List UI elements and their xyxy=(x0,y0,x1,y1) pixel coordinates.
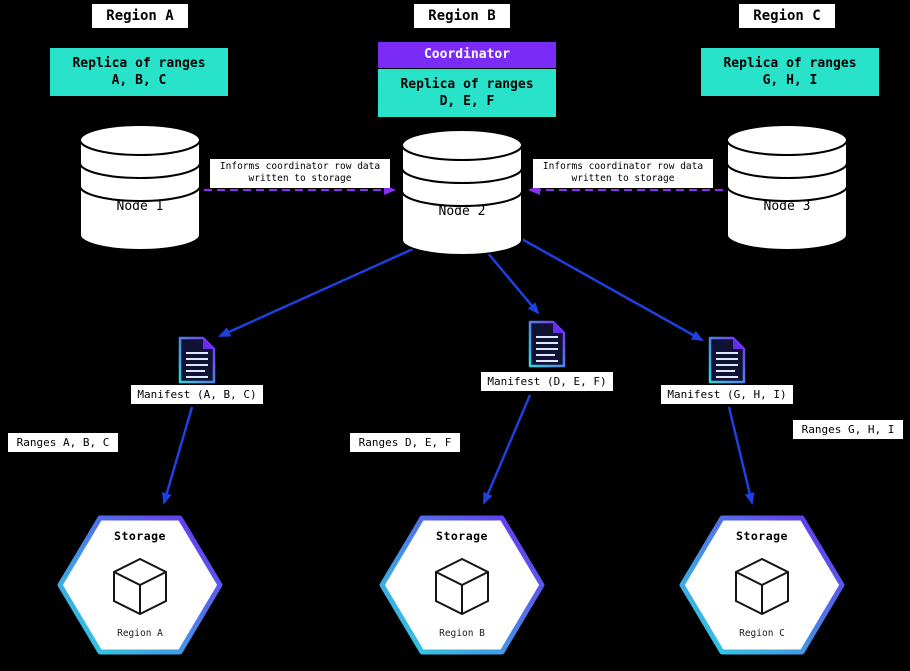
manifest-b-label: Manifest (D, E, F) xyxy=(481,372,613,391)
arrow-manifest-c-to-storage-c xyxy=(727,406,755,505)
replica-ranges-c-box: Replica of ranges G, H, I xyxy=(701,48,879,96)
inform-label-left: Informs coordinator row data written to … xyxy=(210,159,390,188)
storage-b-cube-icon xyxy=(435,557,489,616)
replica-ranges-b-box: Replica of ranges D, E, F xyxy=(378,69,556,117)
storage-a-cube-icon xyxy=(113,557,167,616)
ranges-b-label: Ranges D, E, F xyxy=(350,433,460,452)
replica-c-line2: G, H, I xyxy=(762,73,818,88)
arrow-node2-to-manifest-b xyxy=(486,251,540,315)
manifest-c-label: Manifest (G, H, I) xyxy=(661,385,793,404)
storage-c-title: Storage xyxy=(736,529,788,543)
storage-b-region-label: Region B xyxy=(439,628,485,639)
storage-c-cube-icon xyxy=(735,557,789,616)
storage-a-title: Storage xyxy=(114,529,166,543)
storage-c-region-label: Region C xyxy=(739,628,785,639)
inform-left-line1: Informs coordinator row data xyxy=(219,161,381,172)
inform-right-line1: Informs coordinator row data xyxy=(542,161,704,172)
manifest-a-label: Manifest (A, B, C) xyxy=(131,385,263,404)
ranges-c-label: Ranges G, H, I xyxy=(793,420,903,439)
coordinator-badge: Coordinator xyxy=(378,42,556,68)
ranges-a-label: Ranges A, B, C xyxy=(8,433,118,452)
manifest-c-file-icon xyxy=(708,336,746,384)
database-node1-icon xyxy=(79,124,201,251)
arrow-manifest-b-to-storage-b xyxy=(482,394,532,505)
node3-label: Node 3 xyxy=(763,199,811,214)
arrow-node2-to-manifest-a xyxy=(218,242,425,338)
storage-a-region-label: Region A xyxy=(117,628,163,639)
replica-ranges-a-box: Replica of ranges A, B, C xyxy=(50,48,228,96)
region-c-title: Region C xyxy=(739,4,835,28)
inform-left-line2: written to storage xyxy=(248,173,352,184)
storage-b-title: Storage xyxy=(436,529,488,543)
arrow-manifest-a-to-storage-a xyxy=(162,406,194,505)
replica-b-line1: Replica of ranges xyxy=(400,77,534,92)
database-node2-icon xyxy=(401,129,523,256)
node1-label: Node 1 xyxy=(116,199,164,214)
replica-c-line1: Replica of ranges xyxy=(723,56,857,71)
node2-label: Node 2 xyxy=(438,204,486,219)
database-node3-icon xyxy=(726,124,848,251)
region-a-title: Region A xyxy=(92,4,188,28)
replica-a-line1: Replica of ranges xyxy=(72,56,206,71)
replica-a-line2: A, B, C xyxy=(111,73,167,88)
manifest-b-file-icon xyxy=(528,320,566,368)
replica-b-line2: D, E, F xyxy=(439,94,495,109)
manifest-a-file-icon xyxy=(178,336,216,384)
arrow-node2-to-manifest-c xyxy=(519,236,704,342)
inform-right-line2: written to storage xyxy=(571,173,675,184)
inform-label-right: Informs coordinator row data written to … xyxy=(533,159,713,188)
region-b-title: Region B xyxy=(414,4,510,28)
